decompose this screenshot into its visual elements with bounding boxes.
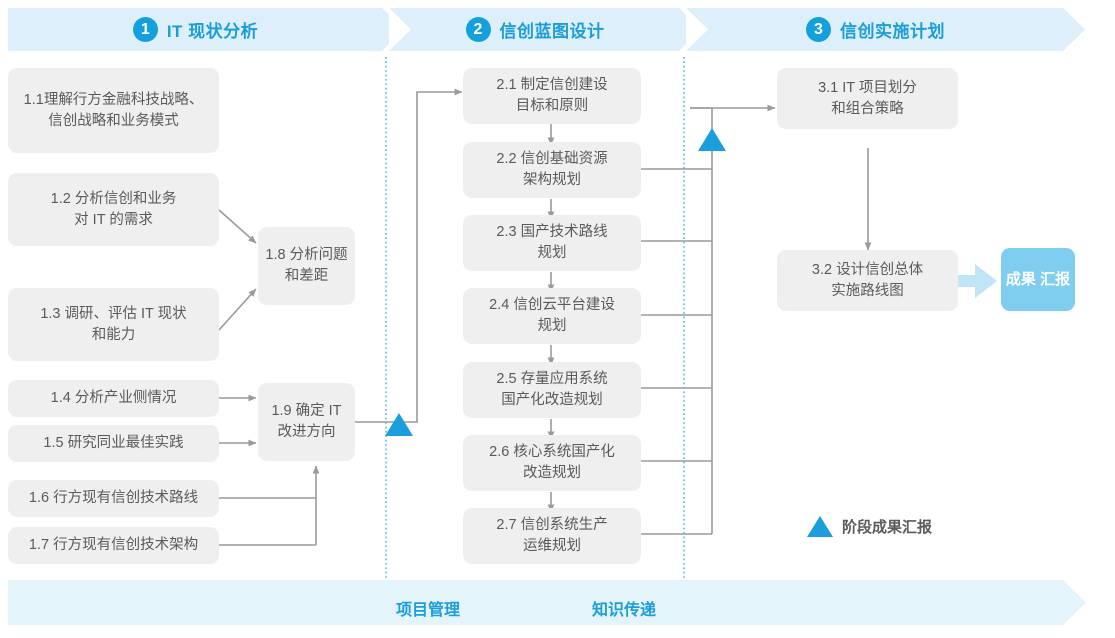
task-label: 1.5 研究同业最佳实践 (43, 435, 184, 451)
phase-number-badge: 3 (806, 17, 831, 42)
task-label: 1.7 行方现有信创技术架构 (28, 537, 199, 553)
task-label: 1.8 分析问题 (265, 247, 348, 263)
milestone-triangle-icon (385, 413, 413, 436)
footer-label-knowledge-transfer: 知识传递 (592, 602, 657, 619)
phase-title: 信创蓝图设计 (499, 22, 605, 41)
phase-title: 信创实施计划 (840, 22, 945, 41)
task-box-1-6[interactable]: 1.6 行方现有信创技术路线 (8, 480, 219, 517)
task-label: 改进方向 (277, 424, 336, 440)
task-box-1-9[interactable]: 1.9 确定 IT 改进方向 (258, 383, 355, 461)
phase-number-badge: 2 (465, 17, 491, 42)
footer-label-project-management: 项目管理 (396, 602, 461, 619)
task-label: 2.5 存量应用系统 (496, 371, 608, 387)
task-label: 1.1理解行方金融科技战略、 (23, 91, 204, 108)
result-arrow-icon (953, 264, 997, 298)
task-box-1-2[interactable]: 1.2 分析信创和业务 对 IT 的需求 (8, 173, 219, 246)
task-box-1-7[interactable]: 1.7 行方现有信创技术架构 (8, 527, 219, 564)
phase-header-1[interactable]: 1 IT 现状分析 (8, 8, 404, 51)
footer-chevron-icon (1063, 580, 1086, 625)
phase-number-badge: 1 (132, 17, 158, 42)
task-label: 2.1 制定信创建设 (496, 77, 608, 93)
task-box-2-1[interactable]: 2.1 制定信创建设 目标和原则 (463, 68, 641, 124)
footer-band (8, 580, 1086, 625)
task-box-1-1[interactable]: 1.1理解行方金融科技战略、 信创战略和业务模式 (8, 68, 219, 153)
task-box-2-6[interactable]: 2.6 核心系统国产化 改造规划 (463, 435, 641, 491)
task-box-1-3[interactable]: 1.3 调研、评估 IT 现状 和能力 (8, 288, 219, 361)
task-label: 改造规划 (523, 465, 581, 481)
task-label: 规划 (537, 245, 567, 261)
task-label: 目标和原则 (515, 98, 589, 114)
task-label: 对 IT 的需求 (74, 211, 153, 228)
phase-header-2[interactable]: 2 信创蓝图设计 (389, 8, 701, 51)
task-label: 规划 (537, 318, 567, 334)
task-box-3-1[interactable]: 3.1 IT 项目划分 和组合策略 (777, 68, 958, 129)
task-label: 国产化改造规划 (501, 392, 603, 408)
result-chip[interactable]: 成果 汇报 (1001, 248, 1075, 311)
task-label: 2.3 国产技术路线 (496, 224, 608, 240)
task-label: 和组合策略 (831, 100, 904, 117)
legend-triangle-icon (807, 516, 833, 537)
result-label: 成果 (1005, 271, 1036, 288)
task-box-1-8[interactable]: 1.8 分析问题 和差距 (258, 227, 355, 305)
task-label: 2.6 核心系统国产化 (489, 444, 615, 460)
task-label: 和能力 (91, 326, 136, 343)
task-label: 2.2 信创基础资源 (496, 151, 608, 167)
task-box-2-2[interactable]: 2.2 信创基础资源 架构规划 (463, 142, 641, 198)
legend: 阶段成果汇报 (807, 516, 932, 537)
task-box-1-5[interactable]: 1.5 研究同业最佳实践 (8, 425, 219, 462)
task-label: 1.3 调研、评估 IT 现状 (40, 305, 187, 322)
task-label: 1.6 行方现有信创技术路线 (28, 490, 199, 506)
task-box-2-4[interactable]: 2.4 信创云平台建设 规划 (463, 288, 641, 344)
milestone-triangle-icon (698, 128, 726, 151)
phase-title: IT 现状分析 (166, 22, 259, 41)
task-label: 3.1 IT 项目划分 (818, 79, 917, 96)
phase-chevron-icon (1063, 8, 1085, 51)
phase-header-3[interactable]: 3 信创实施计划 (686, 8, 1085, 51)
task-box-3-2[interactable]: 3.2 设计信创总体 实施路线图 (777, 250, 958, 311)
task-label: 运维规划 (523, 538, 581, 554)
task-box-2-3[interactable]: 2.3 国产技术路线 规划 (463, 215, 641, 271)
task-box-2-7[interactable]: 2.7 信创系统生产 运维规划 (463, 508, 641, 564)
task-label: 3.2 设计信创总体 (811, 261, 924, 278)
task-label: 2.7 信创系统生产 (496, 517, 608, 533)
task-label: 实施路线图 (831, 282, 904, 299)
task-label: 1.2 分析信创和业务 (50, 190, 177, 207)
task-box-1-4[interactable]: 1.4 分析产业侧情况 (8, 380, 219, 417)
task-box-2-5[interactable]: 2.5 存量应用系统 国产化改造规划 (463, 362, 641, 418)
task-label: 1.9 确定 IT (271, 403, 342, 419)
task-label: 和差距 (284, 268, 329, 284)
task-label: 信创战略和业务模式 (48, 112, 179, 129)
legend-label: 阶段成果汇报 (842, 519, 933, 536)
task-label: 1.4 分析产业侧情况 (50, 390, 177, 406)
task-label: 2.4 信创云平台建设 (489, 297, 615, 313)
task-label: 架构规划 (523, 172, 581, 188)
result-label: 汇报 (1040, 271, 1071, 288)
